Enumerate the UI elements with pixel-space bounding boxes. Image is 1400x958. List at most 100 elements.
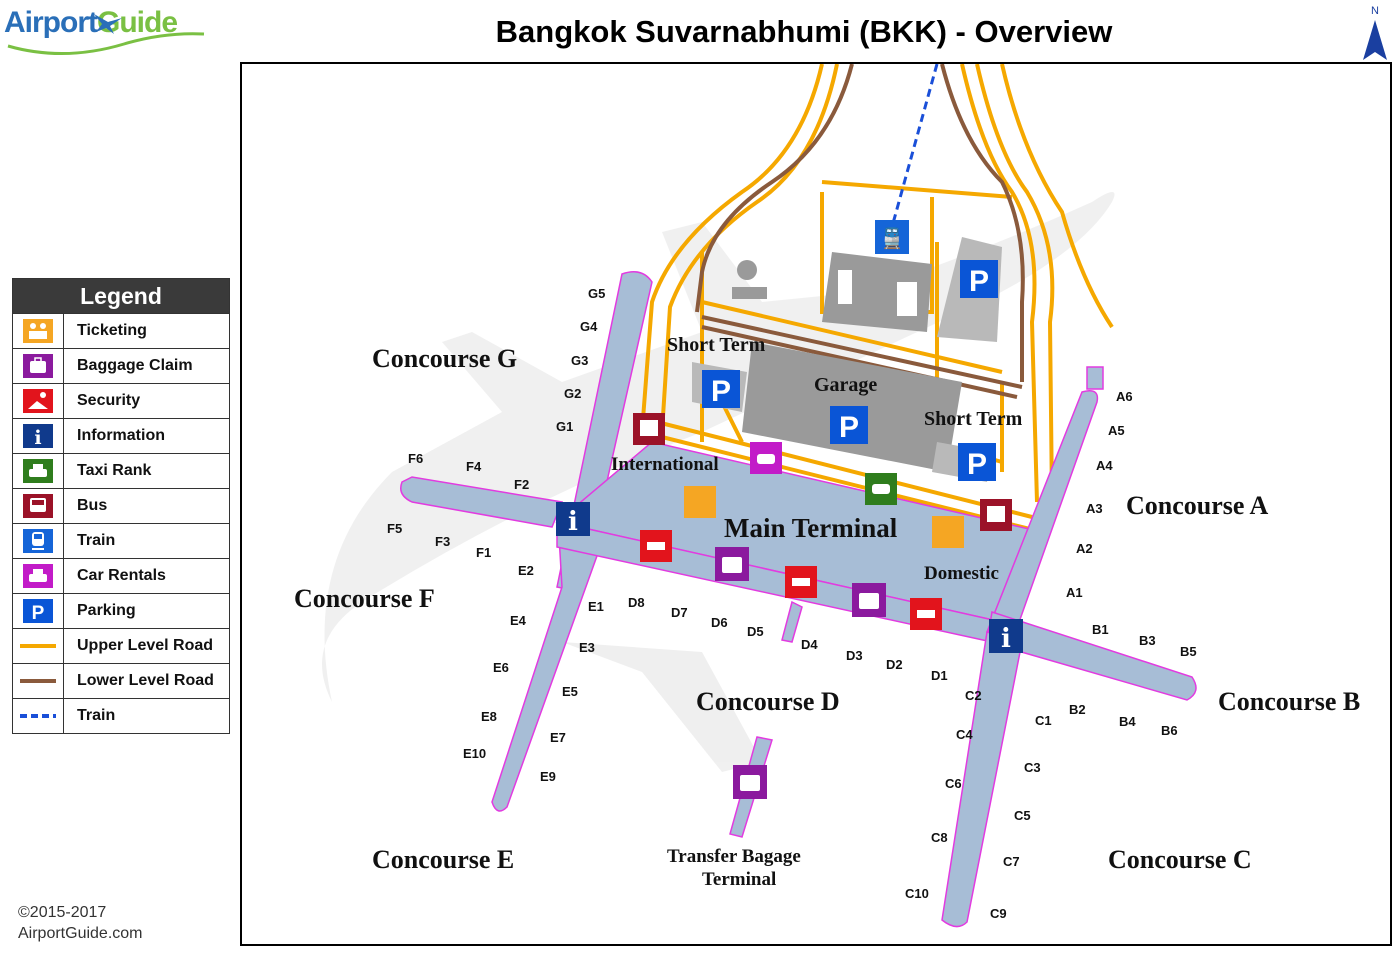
gate-label: E3 [579, 640, 595, 655]
gate-label: B2 [1069, 702, 1086, 717]
copyright: ©2015-2017 AirportGuide.com [18, 902, 143, 944]
gate-label: G4 [580, 319, 598, 334]
gate-label: C1 [1035, 713, 1052, 728]
gate-label: G3 [571, 353, 589, 368]
legend-item-bus: Bus [13, 488, 229, 523]
gate-label: B5 [1180, 644, 1197, 659]
legend-label: Ticketing [77, 322, 147, 339]
gate-label: D3 [846, 648, 863, 663]
map-drawing: 🚆 P P P P i i [322, 64, 1197, 928]
gate-label: C6 [945, 776, 962, 791]
gate-label: F1 [476, 545, 492, 560]
train-icon [875, 220, 909, 254]
concourse-b-label: Concourse B [1218, 687, 1361, 716]
legend-label: Car Rentals [77, 567, 166, 584]
legend-label: Train [77, 532, 116, 549]
gate-label: E9 [540, 769, 556, 784]
gate-label: E4 [510, 613, 526, 628]
gate-label: D1 [931, 668, 948, 683]
legend-label: Baggage Claim [77, 357, 193, 374]
gate-label: F6 [408, 451, 424, 466]
gate-label: A2 [1076, 541, 1093, 556]
gate-label: D5 [747, 624, 764, 639]
concourse-d-label: Concourse D [696, 687, 840, 716]
security-icon [23, 389, 53, 413]
information-icon [556, 502, 590, 536]
gate-label: C7 [1003, 854, 1020, 869]
gate-label: D2 [886, 657, 903, 672]
gate-label: A6 [1116, 389, 1133, 404]
gate-label: F5 [387, 521, 403, 536]
north-label: N [1371, 5, 1379, 17]
copyright-years: ©2015-2017 [18, 904, 107, 921]
legend-item-security: Security [13, 383, 229, 418]
legend-item-parking: P Parking [13, 593, 229, 628]
gate-label: C9 [990, 906, 1007, 921]
main-terminal-label: Main Terminal [724, 513, 898, 543]
airportguide-logo[interactable]: AirportGuide [4, 4, 214, 64]
gate-label: C2 [965, 688, 982, 703]
gate-label: G1 [556, 419, 574, 434]
bus-icon [23, 494, 53, 518]
transfer-terminal-label: Terminal [702, 869, 777, 890]
legend-label: Lower Level Road [77, 672, 214, 689]
lower-level-roads [695, 64, 1025, 399]
parking-icon [702, 370, 740, 408]
parking-icon [960, 260, 998, 298]
train-line [890, 64, 939, 228]
gate-label: C5 [1014, 808, 1031, 823]
legend-label: Information [77, 427, 165, 444]
lower-road-line [20, 679, 56, 683]
gate-label: E7 [550, 730, 566, 745]
concourse-c-label: Concourse C [1108, 845, 1252, 874]
baggage-claim-icon [23, 354, 53, 378]
gate-label: D6 [711, 615, 728, 630]
gate-label: A5 [1108, 423, 1125, 438]
gate-label: C8 [931, 830, 948, 845]
train-icon [23, 529, 53, 553]
legend-item-car-rentals: Car Rentals [13, 558, 229, 593]
upper-road-line [20, 644, 56, 648]
legend-label: Security [77, 392, 141, 409]
ticketing-icon [684, 486, 716, 518]
taxi-icon [23, 459, 53, 483]
svg-text:i: i [568, 507, 578, 537]
legend-label: Train [77, 707, 116, 724]
train-line [20, 714, 56, 718]
gate-label: D4 [801, 637, 818, 652]
legend-panel: Legend Ticketing Baggage Claim Security … [12, 278, 230, 734]
svg-text:i: i [34, 427, 41, 448]
legend-item-baggage-claim: Baggage Claim [13, 348, 229, 383]
gate-label: F4 [466, 459, 482, 474]
logo-swoosh-icon [7, 14, 205, 56]
parking-icon [830, 406, 868, 444]
legend-item-ticketing: Ticketing [13, 313, 229, 348]
concourse-g-label: Concourse G [372, 344, 518, 373]
gate-label: G2 [564, 386, 582, 401]
svg-text:🚆: 🚆 [880, 226, 905, 250]
concourse-e-label: Concourse E [372, 845, 515, 874]
gate-label: E8 [481, 709, 497, 724]
page-title: Bangkok Suvarnabhumi (BKK) - Overview [495, 14, 1113, 49]
gate-label: A3 [1086, 501, 1103, 516]
svg-text:P: P [711, 375, 731, 408]
domestic-label: Domestic [924, 563, 999, 584]
gate-label: G5 [588, 286, 606, 301]
short-term-parking-label: Short Term [667, 334, 766, 356]
legend-item-upper-road: Upper Level Road [13, 628, 229, 663]
gate-label: E6 [493, 660, 509, 675]
legend-label: Upper Level Road [77, 637, 214, 654]
svg-text:P: P [32, 603, 45, 623]
legend-label: Taxi Rank [77, 462, 152, 479]
copyright-site-link[interactable]: AirportGuide.com [18, 925, 143, 942]
gate-label: C10 [905, 886, 929, 901]
garage-label: Garage [814, 374, 878, 396]
gate-label: E5 [562, 684, 578, 699]
short-term-parking-label: Short Term [924, 408, 1023, 430]
airport-map[interactable]: 🚆 P P P P i i [240, 62, 1392, 946]
gate-label: F2 [514, 477, 530, 492]
ticketing-icon [932, 516, 964, 548]
gate-label: B6 [1161, 723, 1178, 738]
gate-label: D8 [628, 595, 645, 610]
svg-text:P: P [839, 411, 859, 444]
